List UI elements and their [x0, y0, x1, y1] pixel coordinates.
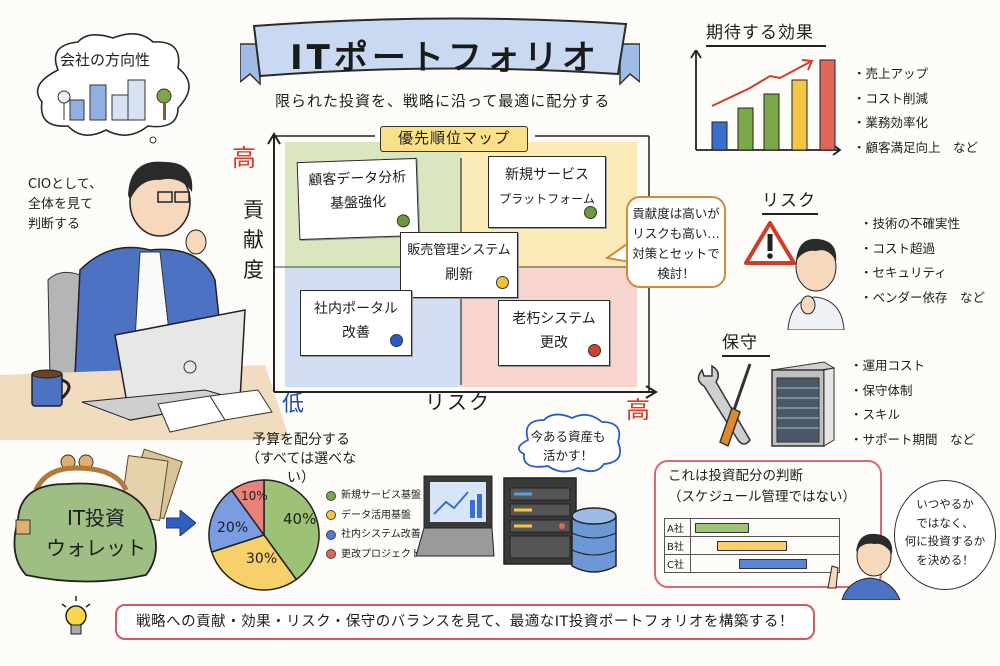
maintenance-title: 保守	[722, 328, 770, 357]
priority-card-new-service[interactable]: 新規サービス プラットフォーム	[488, 156, 606, 228]
pie-label-10: 10%	[241, 489, 268, 503]
green-dot-icon	[584, 206, 597, 219]
priority-card-legacy-system[interactable]: 老朽システム 更改	[498, 300, 610, 366]
gantt-row: A社	[664, 518, 840, 537]
red-dot-icon	[588, 344, 601, 357]
priority-card-sales-system[interactable]: 販売管理システム 刷新	[400, 232, 518, 298]
pie-label-30: 30%	[246, 551, 278, 567]
green-dot-icon	[326, 490, 336, 501]
yellow-dot-icon	[496, 276, 509, 289]
company-direction-label: 会社の方向性	[60, 51, 151, 69]
cio-caption: CIOとして、 全体を見て 判断する	[28, 177, 103, 232]
pie-label-20: 20%	[217, 520, 249, 536]
green-dot-icon	[396, 214, 411, 228]
budget-pie-chart	[208, 479, 320, 591]
y-axis-label: 貢献度	[243, 198, 264, 282]
gantt-bar-b	[717, 541, 787, 551]
warning-icon	[744, 221, 796, 265]
pie-legend: 新規サービス基盤 データ活用基盤 社内システム改善 更改プロジェクト	[326, 486, 421, 564]
legend-item: 新規サービス基盤	[326, 486, 421, 506]
risk-callout: 貢献度は高いが リスクも高い… 対策とセットで 検討！	[626, 196, 726, 288]
assets-cloud	[518, 413, 622, 473]
title-ribbon	[240, 17, 640, 86]
pie-label-40: 40%	[283, 510, 317, 528]
wrench-screwdriver-icon	[697, 363, 752, 448]
server-rack-icon	[770, 361, 836, 447]
x-axis-high-label: 高	[626, 396, 650, 424]
wallet-illustration	[13, 448, 183, 583]
page-subtitle: 限られた投資を、戦略に沿って最適に配分する	[275, 92, 611, 110]
it-assets-illustration	[415, 475, 617, 573]
priority-card-customer-data[interactable]: 顧客データ分析 基盤強化	[296, 157, 420, 241]
gantt-note-box	[654, 460, 882, 588]
x-axis-low-label: 低	[282, 392, 305, 417]
gantt-row: C社	[664, 554, 840, 573]
y-axis-high-label: 高	[232, 144, 256, 172]
gantt-row: B社	[664, 536, 840, 555]
gantt-bar-c	[739, 559, 807, 569]
effects-bar-chart	[690, 50, 842, 156]
maintenance-list: ・運用コスト ・保守体制 ・スキル ・サポート期間 など	[850, 358, 976, 447]
legend-item: 社内システム改善	[326, 525, 421, 545]
lightbulb-icon	[61, 596, 91, 635]
legend-item: データ活用基盤	[326, 506, 421, 526]
red-dot-icon	[326, 549, 336, 560]
wallet-label: IT投資 ウォレット	[46, 506, 146, 560]
risk-list: ・技術の不確実性 ・コスト超過 ・セキュリティ ・ベンダー依存 など	[860, 216, 986, 305]
legend-item: 更改プロジェクト	[326, 545, 421, 565]
priority-card-intranet-portal[interactable]: 社内ポータル 改善	[300, 290, 412, 356]
expected-effects-title: 期待する効果	[706, 18, 826, 47]
risk-title: リスク	[762, 186, 818, 215]
assets-caption: 今ある資産も 活かす！	[530, 429, 606, 463]
gantt-chart: A社 B社 C社	[664, 518, 840, 573]
gantt-title: これは投資配分の判断 （スケジュール管理ではない）	[668, 468, 857, 505]
expected-effects-list: ・売上アップ ・コスト削減 ・業務効率化 ・顧客満足向上 など	[853, 66, 979, 155]
budget-title: 予算を配分する （すべては選べない）	[245, 432, 357, 486]
arrow-right-icon	[166, 510, 196, 536]
page-title: ITポートフォリオ	[290, 38, 600, 78]
advisor-illustration	[827, 533, 901, 600]
x-axis-label: リスク	[425, 390, 491, 414]
advisor-speech-bubble: いつやるか ではなく、 何に投資するか を決める！	[894, 480, 996, 590]
gantt-bar-a	[695, 523, 749, 533]
worried-person-illustration	[787, 238, 845, 330]
blue-dot-icon	[390, 334, 403, 347]
cio-illustration	[0, 161, 290, 440]
yellow-dot-icon	[326, 510, 336, 521]
priority-map-title: 優先順位マップ	[380, 126, 528, 152]
thought-cloud	[36, 33, 190, 144]
conclusion-banner: 戦略への貢献・効果・リスク・保守のバランスを見て、最適なIT投資ポートフォリオを…	[115, 604, 815, 640]
blue-dot-icon	[326, 529, 336, 540]
